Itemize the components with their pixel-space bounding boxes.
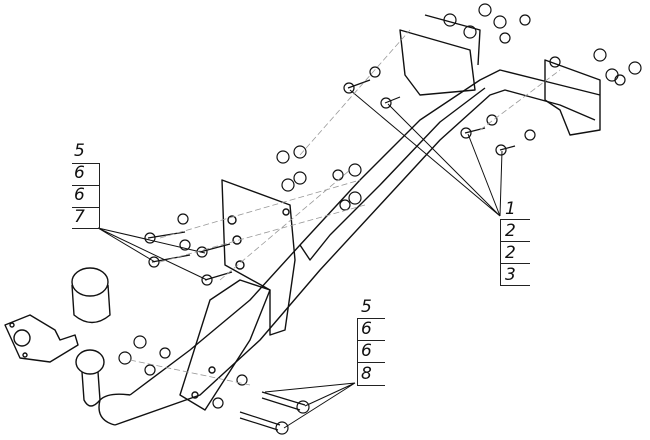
callout-right-4: 3: [505, 265, 516, 285]
callout-bottom-1: 5: [361, 297, 372, 317]
main-crossbar: [98, 69, 601, 426]
leader-lines: [97, 89, 503, 429]
callout-bottom-4: 8: [361, 364, 372, 384]
bolt: [380, 96, 401, 109]
ball-cap: [71, 267, 111, 324]
top-bracket-2: [544, 59, 601, 136]
side-bracket-lower: [179, 279, 271, 411]
bolt: [144, 231, 186, 244]
top-bracket-1: [399, 14, 481, 96]
callout-right-2: 2: [505, 221, 516, 241]
side-bracket-left: [221, 179, 296, 336]
bolt: [148, 254, 191, 268]
callout-right-1: 1: [505, 199, 516, 219]
callout-left-3: 6: [74, 185, 85, 205]
callout-bottom-2: 6: [361, 319, 372, 339]
socket-plate: [4, 314, 79, 363]
callout-bottom-3: 6: [361, 341, 372, 361]
callout-left-4: 7: [74, 207, 85, 227]
fasteners: [118, 3, 642, 435]
bolt: [460, 127, 486, 139]
callout-left-1: 5: [74, 141, 85, 161]
assembly-axes: [129, 29, 561, 386]
bolt: [239, 411, 289, 435]
tow-ball: [75, 349, 105, 407]
bolt: [261, 391, 310, 414]
bolt: [343, 79, 371, 94]
callout-left-2: 6: [74, 163, 85, 183]
bolt: [495, 144, 516, 156]
callout-right-3: 2: [505, 243, 516, 263]
